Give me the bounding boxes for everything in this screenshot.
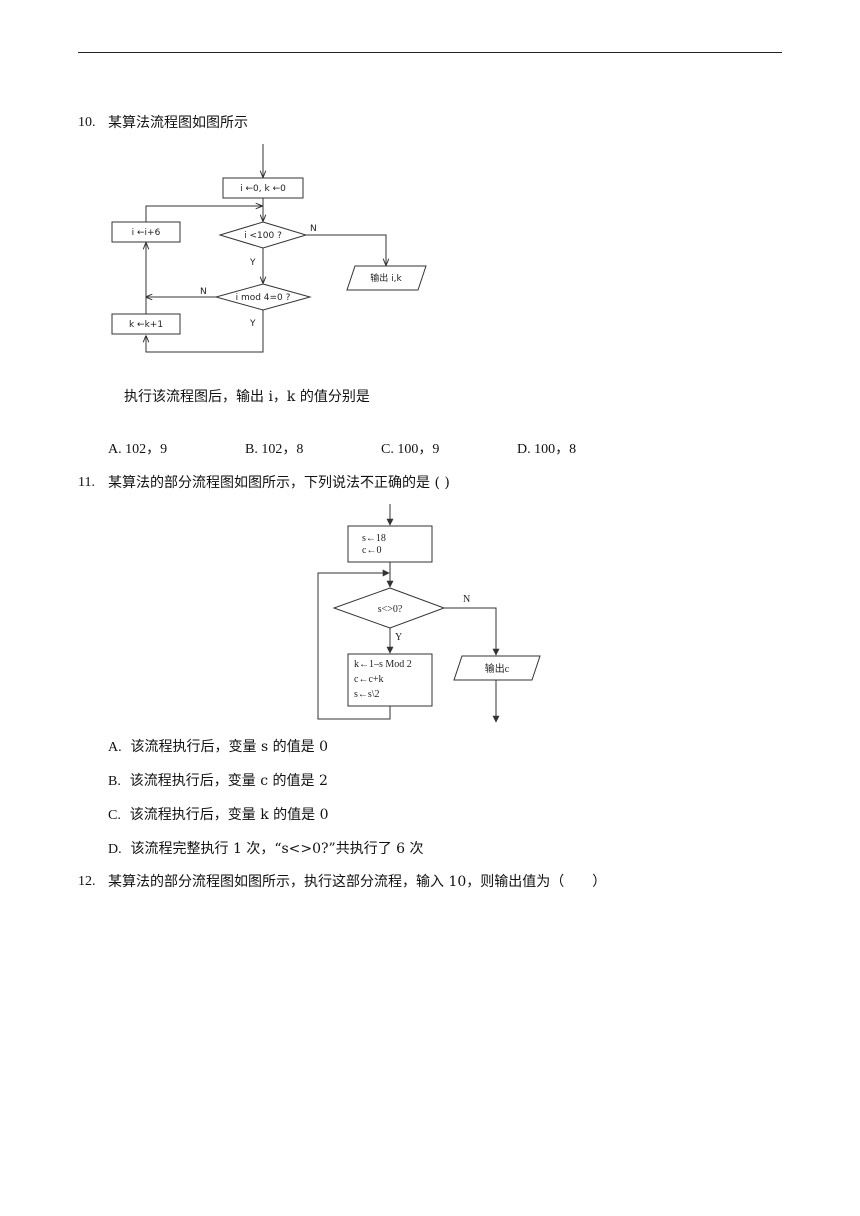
q11-init-line1: s←18 xyxy=(362,533,386,544)
q10-option-a[interactable]: A. 102，9 xyxy=(108,442,168,457)
q11-option-c[interactable]: C. 该流程执行后，变量 k 的值是 0 xyxy=(108,807,329,823)
q11-label-yes: Y xyxy=(395,632,402,643)
q11-option-b[interactable]: B. 该流程执行后，变量 c 的值是 2 xyxy=(108,773,328,789)
q12-stem: 某算法的部分流程图如图所示，执行这部分流程，输入 10，则输出值为（ ） xyxy=(108,874,607,890)
q11-output-parallelogram xyxy=(453,655,541,681)
q11-option-a[interactable]: A. 该流程执行后，变量 s 的值是 0 xyxy=(108,739,328,755)
q10-output-text: 输出 i,k xyxy=(370,272,402,284)
q11-output-text: 输出c xyxy=(485,662,510,675)
q11-label-no: N xyxy=(463,594,470,605)
q11-flowchart: s←18 c←0 s<>0? Y N k←1–s Mod 2 c←c+k s←s… xyxy=(317,504,541,723)
q10-option-d[interactable]: D. 100，8 xyxy=(517,442,577,457)
q12-number: 12. xyxy=(78,874,96,889)
q10-cond1-text: i <100 ? xyxy=(244,231,282,241)
q10-option-c[interactable]: C. 100，9 xyxy=(381,442,440,457)
q11-stem: 某算法的部分流程图如图所示，下列说法不正确的是 ( ) xyxy=(108,475,450,491)
q11-init-box xyxy=(347,525,433,563)
q10-label-n1: N xyxy=(310,224,317,234)
q11-body-line2: c←c+k xyxy=(354,674,384,685)
q10-output-parallelogram xyxy=(346,265,427,291)
q10-question: 执行该流程图后，输出 i，k 的值分别是 xyxy=(124,389,370,405)
q10-flowchart: i ←0, k ←0 i <100 ? 输出 i,k i mod 4=0 ? i… xyxy=(111,144,427,353)
q10-number: 10. xyxy=(78,115,96,130)
header-rule xyxy=(78,52,782,53)
q11-cond-text: s<>0? xyxy=(378,604,403,615)
q10-cond2-text: i mod 4=0 ? xyxy=(236,293,291,303)
q10-stem: 某算法流程图如图所示 xyxy=(108,115,248,131)
q11-body-line1: k←1–s Mod 2 xyxy=(354,659,412,670)
q10-label-n2: N xyxy=(200,287,207,297)
q10-update-i-text: i ←i+6 xyxy=(132,228,161,238)
q10-label-y1: Y xyxy=(249,258,256,268)
q10-init-text: i ←0, k ←0 xyxy=(240,184,286,194)
q11-number: 11. xyxy=(78,475,95,490)
q11-option-d[interactable]: D. 该流程完整执行 1 次，“s<>0?”共执行了 6 次 xyxy=(108,841,424,857)
q11-body-line3: s←s\2 xyxy=(354,689,380,700)
q10-update-k-text: k ←k+1 xyxy=(129,320,163,330)
q11-init-line2: c←0 xyxy=(362,545,381,556)
q10-label-y2: Y xyxy=(249,319,256,329)
q10-option-b[interactable]: B. 102，8 xyxy=(245,442,304,457)
